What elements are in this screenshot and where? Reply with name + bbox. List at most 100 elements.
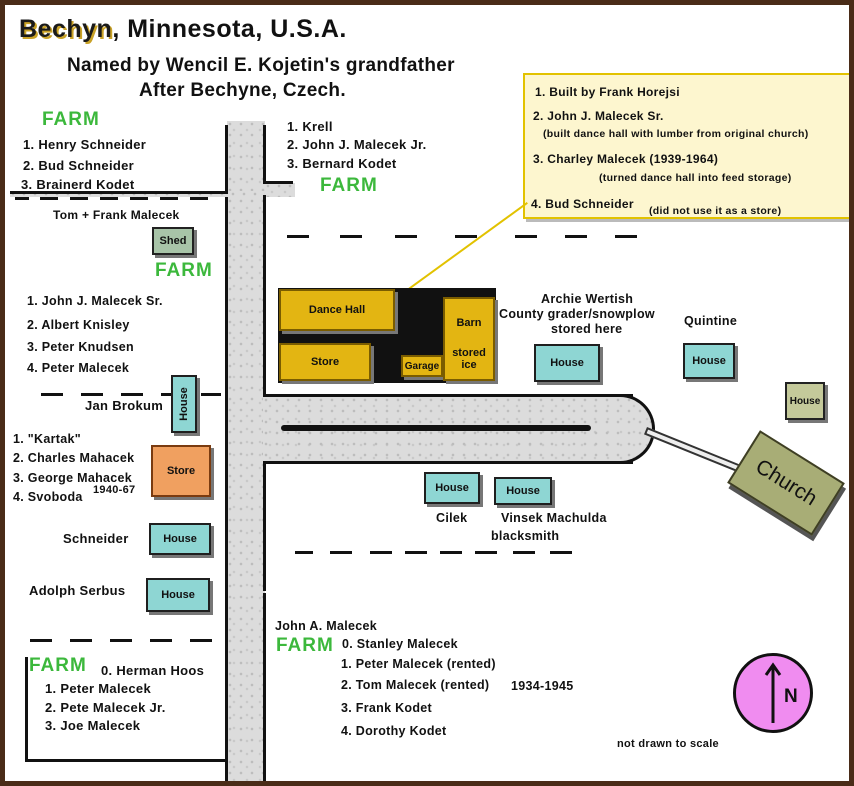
property-line	[41, 393, 63, 396]
s-farm-owner: 2. Tom Malecek (rented)	[341, 678, 490, 692]
property-line	[475, 551, 497, 554]
property-line	[190, 639, 212, 642]
dance-hall: Dance Hall	[279, 289, 395, 331]
s-farm-owner: 0. Stanley Malecek	[342, 637, 458, 651]
note-line-4-detail: (did not use it as a store)	[649, 205, 782, 217]
tom-years: 1934-1945	[511, 679, 574, 693]
property-line	[130, 197, 148, 200]
farm-label-sw: FARM	[29, 655, 87, 676]
farm-label-nw: FARM	[42, 109, 100, 130]
note-line-3: 3. Charley Malecek (1939-1964)	[533, 152, 719, 166]
property-line	[565, 235, 587, 238]
ne-farm-owner: 1. Krell	[287, 119, 333, 134]
farm-label-west: FARM	[155, 260, 213, 281]
farm-label-south: FARM	[276, 635, 334, 656]
archie-label: County grader/snowplow	[499, 307, 655, 321]
jan-brokum-house: House	[171, 375, 197, 433]
tom-frank-label: Tom + Frank Malecek	[53, 208, 180, 222]
property-line	[515, 235, 537, 238]
store-owner: 2. Charles Mahacek	[13, 451, 135, 465]
road-edge	[263, 125, 266, 183]
church-path	[644, 427, 749, 476]
stored-ice-label: stored ice	[452, 347, 486, 371]
property-line	[330, 551, 352, 554]
road-edge	[263, 195, 266, 395]
far-east-house: House	[785, 382, 825, 420]
property-line	[395, 235, 417, 238]
property-line	[405, 551, 427, 554]
garage: Garage	[401, 355, 443, 377]
property-line	[190, 197, 208, 200]
property-line	[513, 551, 535, 554]
property-line	[30, 639, 52, 642]
title-rest: , Minnesota, U.S.A.	[112, 15, 347, 43]
property-line	[370, 551, 392, 554]
adolph-serbus-label: Adolph Serbus	[29, 583, 126, 598]
w-farm-owner: 3. Peter Knudsen	[27, 340, 134, 354]
subtitle-1: Named by Wencil E. Kojetin's grandfather	[67, 55, 455, 76]
store-owner: 1. "Kartak"	[13, 432, 81, 446]
quintine-house: House	[683, 343, 735, 379]
john-a-label: John A. Malecek	[275, 619, 377, 633]
barn: Barn stored ice	[443, 297, 495, 381]
property-line	[110, 639, 132, 642]
property-line	[160, 197, 178, 200]
sw-farm-owner: 1. Peter Malecek	[45, 681, 151, 696]
property-line	[81, 393, 103, 396]
store-building: Store	[279, 343, 371, 381]
property-line	[25, 657, 28, 761]
general-store: Store	[151, 445, 211, 497]
property-line	[25, 759, 225, 762]
property-line	[70, 639, 92, 642]
sw-farm-owner: 2. Pete Malecek Jr.	[45, 700, 166, 715]
store-years: 1940-67	[93, 484, 136, 496]
property-line	[201, 393, 221, 396]
property-line	[295, 551, 313, 554]
property-line	[287, 235, 309, 238]
s-farm-owner: 1. Peter Malecek (rented)	[341, 657, 496, 671]
note-line-4: 4. Bud Schneider	[531, 197, 634, 211]
compass: N	[733, 653, 813, 733]
schneider-house: House	[149, 523, 211, 555]
road-edge	[263, 461, 266, 591]
w-farm-owner: 1. John J. Malecek Sr.	[27, 294, 163, 308]
road-edge	[225, 125, 228, 193]
history-note: 1. Built by Frank Horejsi 2. John J. Mal…	[523, 73, 849, 219]
road-edge	[263, 461, 633, 464]
farm-label-ne: FARM	[320, 175, 378, 196]
sw-farm-owner-0: 0. Herman Hoos	[101, 663, 205, 678]
archie-label: stored here	[551, 322, 623, 336]
property-line	[70, 197, 88, 200]
machulda-house: House	[494, 477, 552, 505]
road-edge	[225, 197, 228, 781]
east-west-road-nw	[265, 183, 295, 197]
cilek-house: House	[424, 472, 480, 504]
road-edge	[263, 593, 266, 781]
property-line	[15, 197, 29, 200]
property-line	[121, 393, 143, 396]
store-owner: 4. Svoboda	[13, 490, 83, 504]
vinsek-label: Vinsek Machulda	[501, 511, 607, 525]
town-name: Bechyn	[19, 15, 113, 43]
map-title: Bechyn, Minnesota, U.S.A.	[19, 15, 347, 44]
property-line	[550, 551, 572, 554]
nw-farm-owner: 3. Brainerd Kodet	[21, 177, 135, 192]
archie-label: Archie Wertish	[541, 292, 634, 306]
s-farm-owner: 4. Dorothy Kodet	[341, 724, 447, 738]
property-line	[440, 551, 462, 554]
serbus-house: House	[146, 578, 210, 612]
archie-house: House	[534, 344, 600, 382]
property-line	[100, 197, 118, 200]
store-owner: 3. George Mahacek	[13, 471, 133, 485]
s-farm-owner: 3. Frank Kodet	[341, 701, 433, 715]
property-line	[455, 235, 477, 238]
shed: Shed	[152, 227, 194, 255]
center-road-line	[281, 425, 591, 431]
nw-farm-owner: 1. Henry Schneider	[23, 137, 147, 152]
note-line-3-detail: (turned dance hall into feed storage)	[599, 172, 792, 184]
house-label: House	[178, 387, 190, 421]
property-line	[40, 197, 58, 200]
ne-farm-owner: 2. John J. Malecek Jr.	[287, 137, 427, 152]
ne-farm-owner: 3. Bernard Kodet	[287, 156, 397, 171]
